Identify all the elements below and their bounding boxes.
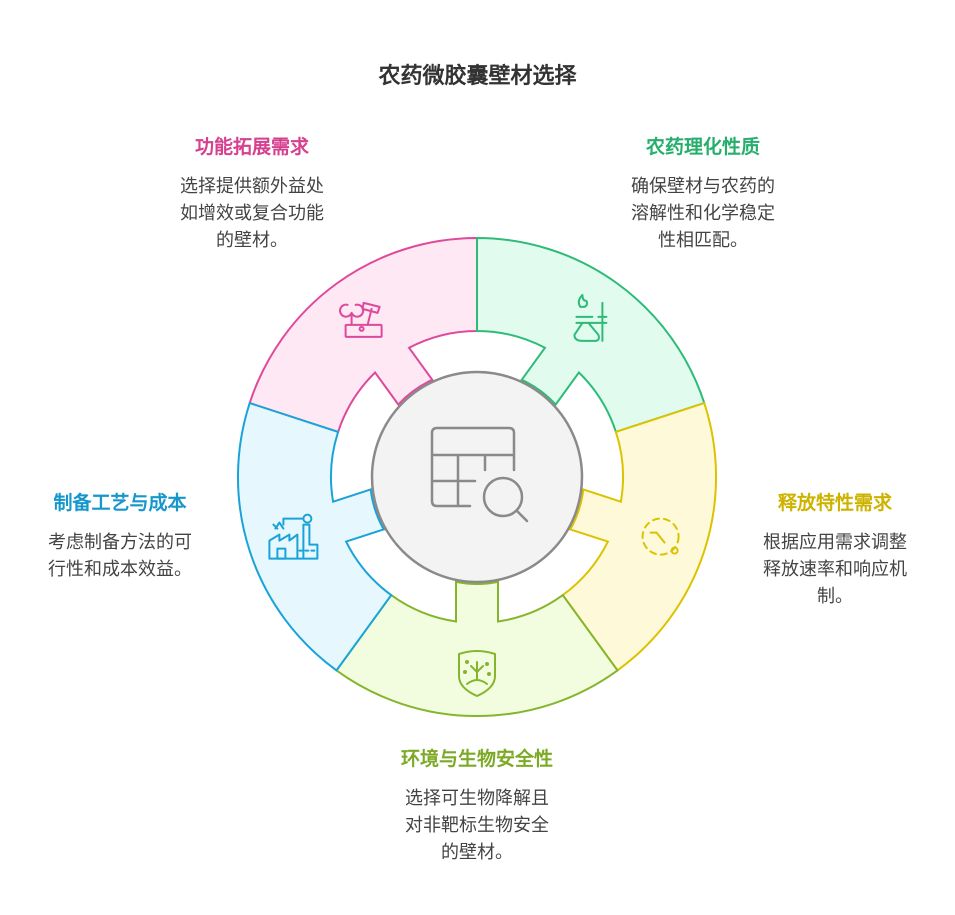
- label-function-extension: 功能拓展需求 选择提供额外益处 如增效或复合功能 的壁材。: [132, 132, 372, 254]
- segment-desc-line: 的壁材。: [441, 842, 513, 863]
- table-search-icon: [430, 426, 529, 523]
- segment-desc-line: 对非靶标生物安全: [405, 815, 549, 836]
- segment-desc-line: 考虑制备方法的可: [48, 532, 192, 553]
- segment-desc-line: 制。: [817, 586, 853, 607]
- segment-title: 释放特性需求: [777, 492, 892, 514]
- label-process-cost: 制备工艺与成本 考虑制备方法的可 行性和成本效益。: [0, 488, 240, 583]
- diagram-title: 农药微胶囊壁材选择: [378, 64, 577, 89]
- segment-title: 农药理化性质: [645, 136, 760, 158]
- segment-title: 制备工艺与成本: [53, 492, 187, 514]
- tools-icon: [339, 301, 383, 338]
- segment-desc-line: 根据应用需求调整: [763, 532, 907, 553]
- segment-title: 环境与生物安全性: [400, 748, 553, 770]
- segment-pink: [248, 236, 478, 434]
- label-environment-safety: 环境与生物安全性 选择可生物降解且 对非靶标生物安全 的壁材。: [357, 744, 597, 866]
- segment-desc-line: 的壁材。: [216, 230, 288, 251]
- factory-robot-icon: [268, 513, 319, 560]
- segment-desc-line: 如增效或复合功能: [180, 203, 324, 224]
- segment-lime: [335, 580, 619, 718]
- segment-desc-line: 选择可生物降解且: [405, 788, 549, 809]
- segment-desc-line: 性相匹配。: [658, 230, 748, 251]
- segment-desc-line: 选择提供额外益处: [180, 176, 324, 197]
- segment-desc-line: 行性和成本效益。: [48, 559, 192, 580]
- segment-green: [476, 236, 706, 434]
- timer-icon: [641, 517, 680, 556]
- segment-yellow: [561, 401, 718, 672]
- segment-blue: [236, 401, 393, 672]
- label-release: 释放特性需求 根据应用需求调整 释放速率和响应机 制。: [715, 488, 955, 610]
- eco-shield-icon: [458, 650, 496, 697]
- center-circle: [370, 370, 584, 584]
- segment-title: 功能拓展需求: [194, 136, 309, 158]
- segment-desc-line: 释放速率和响应机: [763, 559, 907, 580]
- label-physicochemical: 农药理化性质 确保壁材与农药的 溶解性和化学稳定 性相匹配。: [583, 132, 823, 254]
- segment-desc-line: 确保壁材与农药的: [631, 176, 775, 197]
- segment-desc-line: 溶解性和化学稳定: [631, 203, 775, 224]
- chemistry-burner-icon: [573, 293, 608, 342]
